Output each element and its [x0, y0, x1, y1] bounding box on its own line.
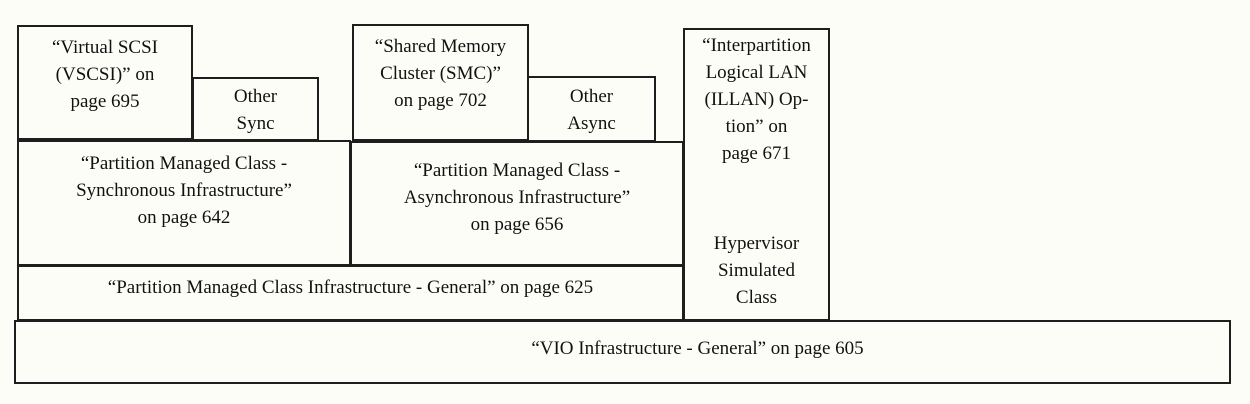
box-pmc-asynchronous-infrastructure: “Partition Managed Class - Asynchronous … [350, 141, 684, 266]
box-virtual-scsi: “Virtual SCSI (VSCSI)” on page 695 [17, 25, 193, 140]
box-other-async: Other Async [527, 76, 656, 142]
box-other-sync: Other Sync [192, 77, 319, 141]
hypervisor-label-line: Class [735, 287, 778, 308]
illan-label-line: (ILLAN) Op- [704, 89, 809, 110]
box-shared-memory-cluster: “Shared Memory Cluster (SMC)” on page 70… [352, 24, 529, 141]
pmc-sync-label-line: “Partition Managed Class - [80, 153, 288, 174]
pmc-sync-label-line: Synchronous Infrastructure” [76, 180, 292, 201]
smc-label-line: “Shared Memory [374, 36, 507, 57]
box-pmc-synchronous-infrastructure: “Partition Managed Class - Synchronous I… [17, 140, 351, 266]
virtual-scsi-label-line: “Virtual SCSI [52, 37, 158, 58]
pmc-sync-page-ref: on page 642 [137, 207, 231, 228]
box-illan-hypervisor: “Interpartition Logical LAN (ILLAN) Op- … [683, 28, 830, 321]
other-sync-label-line: Sync [236, 113, 275, 134]
other-async-label-line: Other [569, 86, 614, 107]
other-sync-label-line: Other [233, 86, 278, 107]
pmc-general-label: “Partition Managed Class Infrastructure … [107, 277, 594, 298]
virtual-scsi-page-ref: page 695 [70, 91, 140, 112]
box-pmc-infrastructure-general: “Partition Managed Class Infrastructure … [17, 265, 684, 321]
pmc-async-page-ref: on page 656 [470, 214, 564, 235]
pmc-async-label-line: Asynchronous Infrastructure” [403, 187, 631, 208]
illan-label-line: tion” on [725, 116, 788, 137]
virtual-scsi-label-line: (VSCSI)” on [55, 64, 155, 85]
smc-label-line: Cluster (SMC)” [380, 63, 501, 84]
illan-label-line: Logical LAN [705, 62, 808, 83]
illan-label-line: “Interpartition [702, 35, 811, 56]
box-vio-infrastructure-general: “VIO Infrastructure - General” on page 6… [14, 320, 1231, 384]
hypervisor-label-line: Simulated [717, 260, 796, 281]
hypervisor-label-line: Hypervisor [713, 233, 800, 254]
pmc-async-label-line: “Partition Managed Class - [413, 160, 621, 181]
vio-general-label: “VIO Infrastructure - General” on page 6… [531, 338, 864, 359]
smc-page-ref: on page 702 [394, 90, 487, 111]
illan-page-ref: page 671 [721, 143, 792, 164]
illan-option-label: “Interpartition Logical LAN (ILLAN) Op- … [685, 32, 828, 167]
other-async-label-line: Async [567, 113, 616, 134]
hypervisor-simulated-class-label: Hypervisor Simulated Class [685, 230, 828, 311]
